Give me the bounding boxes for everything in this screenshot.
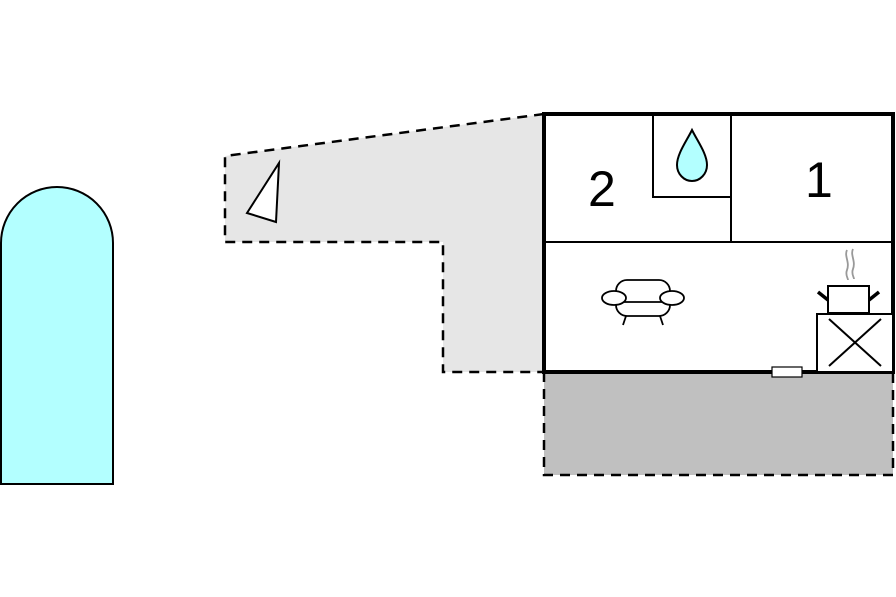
entrance-door [771,366,803,378]
stove-x-icon [816,313,894,373]
terrace-upper [225,114,544,372]
sofa-icon [601,279,685,326]
water-drop-icon [675,127,709,183]
terrace-upper-outline [223,112,545,374]
sail-shade-icon [245,159,281,224]
room-label-2: 2 [588,161,616,217]
terrace-lower [544,372,893,475]
cooking-pot-icon [816,248,881,314]
room-label-1: 1 [805,152,833,208]
bathroom-walls [652,114,731,198]
house-outer-wall [542,112,895,374]
terrace-lower-outline [542,372,895,477]
pool [0,186,114,485]
